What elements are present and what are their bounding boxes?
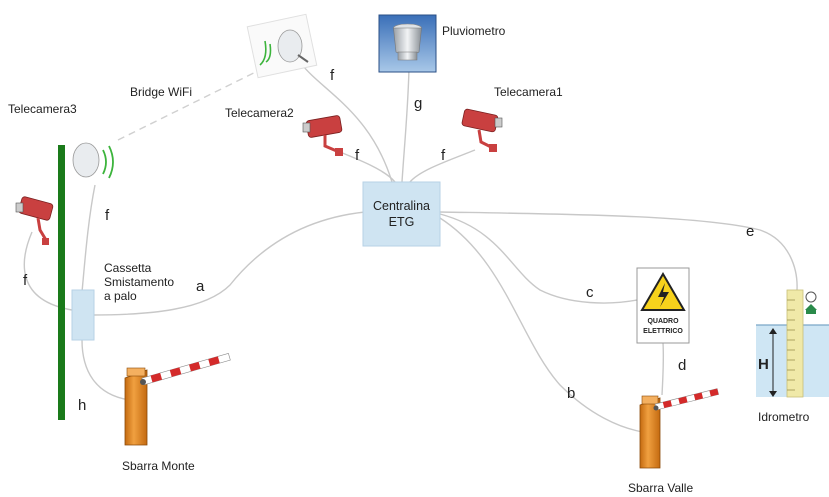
sbarra-monte-label: Sbarra Monte bbox=[122, 459, 195, 473]
telecamera1: Telecamera1 bbox=[461, 85, 563, 152]
barrier-arm bbox=[141, 352, 231, 386]
wifi-link bbox=[117, 59, 281, 141]
gauge-staff bbox=[786, 289, 804, 398]
idrometro: H Idrometro bbox=[756, 289, 829, 424]
antenna-dish-icon bbox=[72, 142, 100, 178]
wire-e bbox=[439, 211, 798, 291]
connection-a: a bbox=[196, 278, 205, 295]
centralina-box bbox=[362, 181, 441, 247]
wire-f-wifi-lower bbox=[81, 184, 96, 293]
quadro-elettrico: QUADRO ELETTRICO bbox=[636, 267, 690, 344]
wire-c bbox=[439, 213, 638, 304]
bridge-wifi-label: Bridge WiFi bbox=[130, 85, 192, 99]
quadro-label-1: QUADRO bbox=[647, 318, 679, 325]
connection-d: d bbox=[678, 357, 686, 374]
centralina-label-2: ETG bbox=[389, 215, 415, 229]
sensor-icon bbox=[805, 291, 817, 303]
telecamera3-label: Telecamera3 bbox=[8, 102, 77, 116]
connection-f-cam3: f bbox=[23, 272, 28, 289]
camera-icon bbox=[15, 196, 54, 245]
telecamera2-label: Telecamera2 bbox=[225, 106, 294, 120]
wire-h bbox=[81, 339, 131, 401]
connection-e: e bbox=[746, 223, 754, 240]
sbarra-valle: Sbarra Valle bbox=[628, 388, 719, 495]
sbarra-valle-label: Sbarra Valle bbox=[628, 481, 693, 495]
wire-d bbox=[661, 342, 665, 396]
centralina: Centralina ETG bbox=[362, 181, 441, 247]
cassetta-label-1: Cassetta bbox=[104, 261, 152, 275]
wire-a bbox=[91, 211, 366, 316]
wifi-waves-icon bbox=[102, 149, 107, 175]
level-h-label: H bbox=[758, 356, 769, 373]
centralina-label-1: Centralina bbox=[373, 199, 430, 213]
wire-f-cam1 bbox=[409, 149, 476, 183]
camera-icon bbox=[302, 115, 343, 156]
bridge-wifi-top: Bridge WiFi bbox=[130, 13, 318, 99]
wire-f-bridge bbox=[299, 61, 393, 183]
wifi-waves-icon bbox=[265, 43, 272, 63]
wire-b bbox=[439, 217, 644, 433]
connection-f-cam2: f bbox=[355, 147, 360, 164]
wire-g bbox=[401, 67, 410, 183]
pluviometro-label: Pluviometro bbox=[442, 24, 506, 38]
connection-f-bridge: f bbox=[330, 67, 335, 84]
connection-c: c bbox=[586, 284, 594, 301]
barrier-arm bbox=[654, 388, 719, 411]
telecamera2: Telecamera2 bbox=[225, 106, 343, 156]
sbarra-monte: Sbarra Monte bbox=[122, 352, 231, 473]
antenna-dish-icon bbox=[277, 29, 303, 63]
bridge-wifi-pole bbox=[72, 142, 114, 179]
idrometro-label: Idrometro bbox=[758, 410, 810, 424]
connection-f-cam1: f bbox=[441, 147, 446, 164]
cassetta-box bbox=[71, 289, 95, 341]
telecamera1-label: Telecamera1 bbox=[494, 85, 563, 99]
pluviometro: Pluviometro bbox=[378, 14, 506, 73]
wires bbox=[23, 59, 798, 433]
pole bbox=[58, 145, 65, 420]
connection-h: h bbox=[78, 397, 86, 414]
telecamera3: Telecamera3 bbox=[8, 102, 77, 245]
camera-icon bbox=[461, 108, 503, 152]
connection-b: b bbox=[567, 385, 575, 402]
cassetta-label-3: a palo bbox=[104, 289, 137, 303]
connection-f-wifi-lower: f bbox=[105, 207, 110, 224]
wire-f-cam3 bbox=[23, 231, 73, 311]
cassetta-label-2: Smistamento bbox=[104, 275, 174, 289]
connection-g: g bbox=[414, 95, 422, 112]
quadro-label-2: ELETTRICO bbox=[643, 328, 683, 335]
